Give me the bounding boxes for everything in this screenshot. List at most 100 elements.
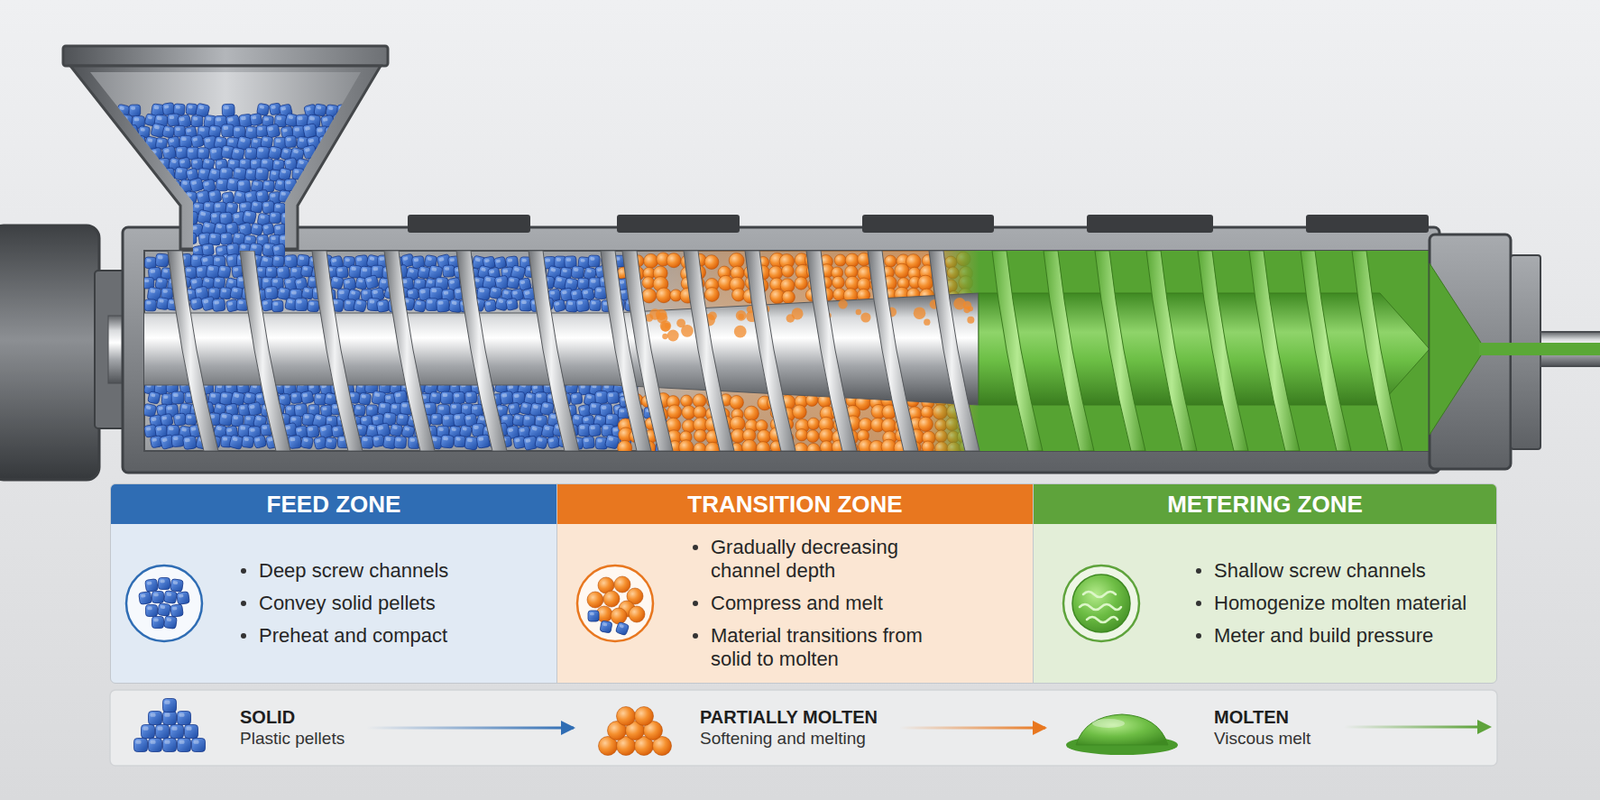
- pellet-shine: [215, 278, 221, 283]
- pellet: [121, 223, 134, 236]
- pellet-shine: [177, 147, 183, 152]
- pellet-body: [314, 212, 327, 225]
- pellet-shine: [363, 128, 368, 133]
- pellet: [128, 189, 141, 203]
- pellet-shine: [240, 160, 246, 165]
- pellet-body: [102, 212, 117, 227]
- hopper: [63, 45, 388, 66]
- pellet-shine: [92, 192, 99, 196]
- pellet-shine: [134, 223, 140, 229]
- pellet-shine: [484, 258, 490, 263]
- pellet-shine: [305, 193, 312, 198]
- pellet-body: [343, 200, 359, 216]
- pellet-shine: [443, 291, 450, 295]
- pellet: [183, 191, 198, 205]
- pellet-shine: [97, 247, 103, 252]
- pellet-shine: [229, 138, 234, 143]
- pellet-shine: [147, 247, 152, 251]
- pellet-shine: [561, 290, 568, 295]
- pellet-shine: [177, 234, 183, 239]
- pellet-body: [103, 123, 117, 137]
- pellet: [120, 133, 137, 149]
- pellet-shine: [204, 223, 211, 229]
- pellet-shine: [221, 288, 227, 293]
- pellet-shine: [271, 147, 277, 153]
- pellet-shine: [286, 137, 292, 142]
- pellet-shine: [119, 106, 125, 111]
- pellet-shine: [110, 138, 116, 144]
- pellet-body: [146, 179, 158, 192]
- pellet: [215, 178, 229, 192]
- pellet-body: [132, 180, 146, 194]
- pellet-body: [302, 144, 317, 159]
- pellet: [570, 266, 584, 279]
- barrel: [1305, 214, 1429, 233]
- pellet-body: [97, 157, 111, 171]
- pellet: [145, 222, 158, 236]
- pellet-shine: [480, 266, 487, 272]
- pellet-body: [265, 266, 277, 278]
- pellet: [163, 189, 177, 203]
- pellet-shine: [497, 298, 504, 304]
- pellet: [80, 190, 95, 205]
- pellet: [110, 223, 123, 237]
- pellet-body: [272, 255, 286, 268]
- pellet-shine: [287, 115, 294, 120]
- pellet-body: [284, 178, 297, 192]
- pellet-body: [318, 221, 332, 235]
- pellet-body: [92, 125, 105, 138]
- pellet: [161, 167, 175, 182]
- pellet-shine: [296, 300, 303, 304]
- pellet-shine: [331, 257, 338, 263]
- pellet: [413, 299, 427, 313]
- pellet-body: [156, 201, 168, 213]
- pellet-body: [106, 242, 121, 258]
- pellet-body: [114, 211, 127, 224]
- pellet-shine: [82, 171, 88, 175]
- pellet-shine: [158, 299, 165, 304]
- pellet-shine: [285, 224, 291, 229]
- pellet-shine: [228, 245, 234, 250]
- pellet-body: [442, 265, 455, 277]
- pellet-body: [184, 232, 197, 245]
- pellet-shine: [281, 169, 287, 174]
- pellet: [452, 391, 466, 405]
- pellet-shine: [273, 302, 278, 306]
- pellet: [313, 168, 328, 183]
- pellet: [290, 189, 304, 203]
- pellet-shine: [496, 258, 501, 263]
- pellet: [519, 298, 533, 312]
- pellet-shine: [259, 105, 265, 110]
- pellet: [330, 135, 344, 149]
- pellet-shine: [239, 225, 246, 230]
- pellet-body: [120, 157, 134, 171]
- pellet-shine: [105, 148, 111, 153]
- pellet: [180, 221, 194, 236]
- pellet: [313, 393, 326, 405]
- pellet-shine: [287, 203, 293, 208]
- pellet-shine: [566, 257, 571, 262]
- pellet: [96, 113, 111, 128]
- pellet-body: [358, 392, 372, 405]
- pellet: [156, 201, 168, 213]
- pellet-shine: [215, 203, 221, 208]
- pellet-shine: [571, 291, 577, 295]
- pellet: [271, 300, 284, 313]
- pellet-body: [80, 168, 94, 183]
- pellet: [354, 200, 368, 213]
- pellet-body: [167, 202, 180, 215]
- pellet-shine: [128, 236, 135, 241]
- pellet: [588, 299, 601, 312]
- pellet-shine: [223, 147, 230, 151]
- pellet-shine: [200, 211, 206, 217]
- pellet-shine: [169, 138, 175, 144]
- pellet-body: [102, 233, 118, 249]
- pellet: [355, 244, 368, 257]
- pellet-shine: [165, 235, 171, 240]
- pellet-shine: [214, 257, 220, 262]
- pellet-shine: [175, 193, 182, 198]
- pellet: [255, 189, 269, 203]
- pellet: [303, 168, 318, 183]
- pellet-body: [353, 298, 368, 313]
- pellet-shine: [309, 180, 315, 184]
